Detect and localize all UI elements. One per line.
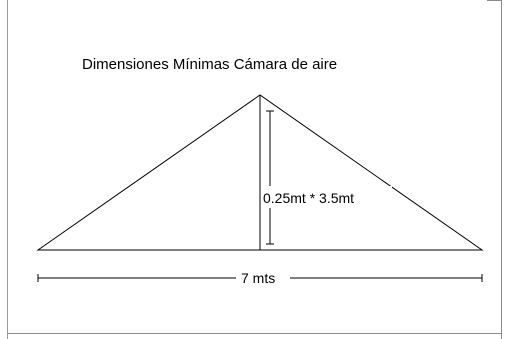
frame-bottom-border <box>7 333 502 334</box>
height-dimension-label: 0.25mt * 3.5mt <box>263 190 354 206</box>
width-label-background <box>236 268 290 288</box>
frame-right-border <box>501 0 502 339</box>
diagram-title: Dimensiones Mínimas Cámara de aire <box>82 56 338 73</box>
frame-top-corner-border <box>487 0 502 1</box>
height-label-background <box>262 186 392 208</box>
width-dimension-label: 7 mts <box>241 270 275 286</box>
frame-left-border <box>7 0 8 339</box>
